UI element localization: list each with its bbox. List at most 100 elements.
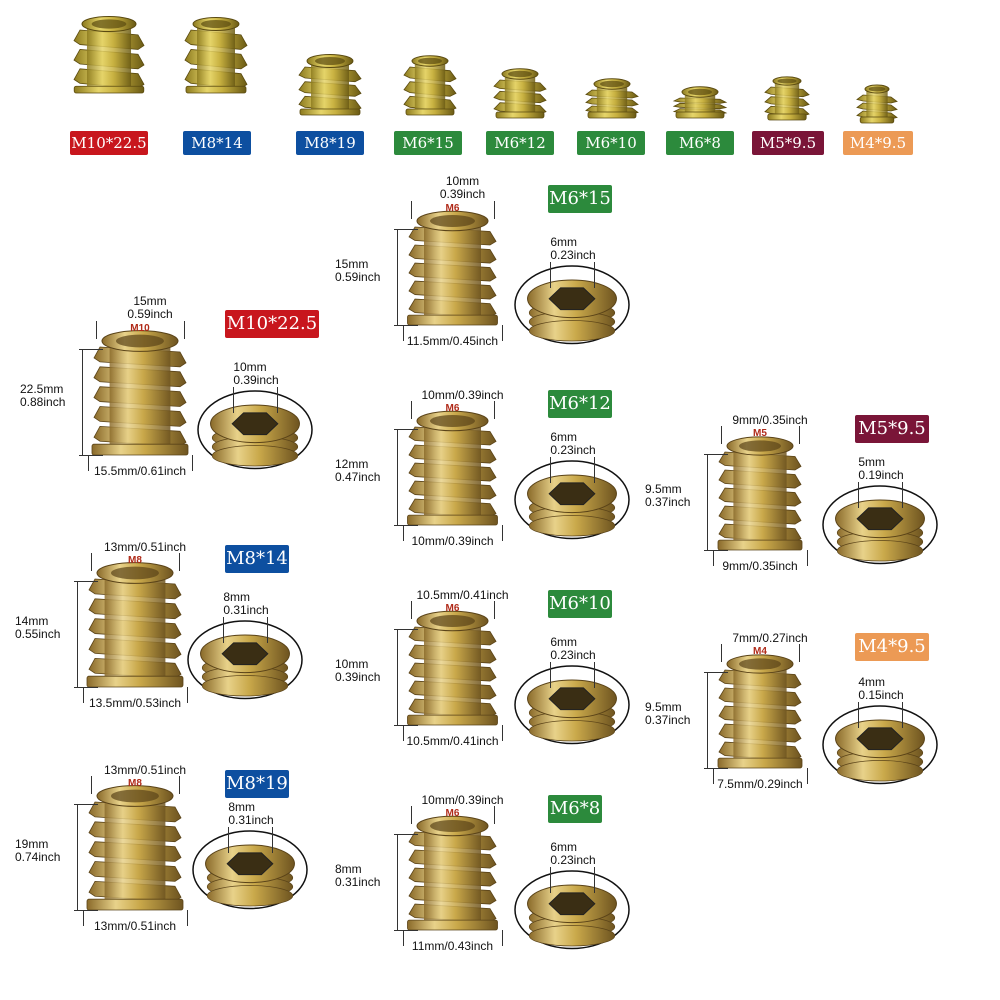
thread-size-label: M6 — [445, 203, 460, 214]
thread-size-label: M5 — [753, 428, 767, 439]
top-width-label: 10mm/0.39inch — [421, 793, 504, 807]
bottom-width-label: 11.5mm/0.45inch — [406, 334, 499, 348]
height-mm-label: 22.5mm — [20, 382, 64, 396]
hex-socket-closeup — [822, 705, 938, 785]
size-badge: M10*22.5 — [225, 310, 319, 338]
top-width-label: 13mm/0.51inch — [103, 540, 187, 554]
insert-image — [403, 55, 457, 116]
hex-inch-label: 0.19inch — [858, 468, 904, 483]
bottom-width-label: 9mm/0.35inch — [722, 559, 798, 573]
height-inch-label: 0.88inch — [20, 395, 66, 409]
insert-side-view — [86, 785, 184, 911]
hex-inch-label: 0.23inch — [550, 853, 596, 868]
insert-image — [493, 68, 547, 119]
hex-socket-closeup — [514, 460, 630, 540]
thread-size-label: M4 — [753, 646, 767, 657]
size-badge: M6*12 — [548, 390, 612, 418]
bottom-width-label: 11mm/0.43inch — [411, 939, 494, 953]
height-inch-label: 0.47inch — [335, 470, 381, 484]
insert-side-view — [86, 562, 184, 688]
hex-mm-label: 8mm — [223, 590, 250, 605]
top-width-label: 7mm/0.27inch — [732, 631, 808, 645]
top-width-label: 15mm — [133, 294, 167, 308]
size-badge: M5*9.5 — [855, 415, 929, 443]
height-dimension-line — [397, 429, 398, 525]
height-dimension-line — [397, 834, 398, 930]
height-mm-label: 15mm — [335, 257, 369, 271]
thread-size-label: M6 — [445, 808, 460, 819]
hex-inch-label: 0.39inch — [233, 373, 279, 388]
height-dimension-line — [397, 629, 398, 725]
hex-mm-label: 4mm — [858, 675, 885, 690]
size-badge: M8*14 — [225, 545, 289, 573]
height-mm-label: 10mm — [335, 657, 369, 671]
insert-side-view — [407, 410, 498, 526]
hex-mm-label: 6mm — [550, 430, 577, 445]
hex-mm-label: 6mm — [550, 635, 577, 650]
bottom-width-label: 10mm/0.39inch — [411, 534, 494, 548]
hex-mm-label: 6mm — [550, 235, 577, 250]
insert-image — [856, 84, 898, 124]
hex-socket-closeup — [822, 485, 938, 565]
height-inch-label: 0.39inch — [335, 670, 381, 684]
hex-socket-closeup — [514, 265, 630, 345]
height-dimension-line — [77, 581, 78, 687]
insert-image — [184, 17, 248, 94]
hex-inch-label: 0.23inch — [550, 443, 596, 458]
height-mm-label: 19mm — [15, 837, 49, 851]
thread-size-label: M10 — [130, 323, 150, 334]
height-mm-label: 9.5mm — [645, 482, 682, 496]
top-width-inch-label: 0.39inch — [439, 187, 486, 201]
top-width-label: 9mm/0.35inch — [732, 413, 808, 427]
bottom-width-label: 13.5mm/0.53inch — [88, 696, 182, 710]
hex-inch-label: 0.23inch — [550, 648, 596, 663]
height-dimension-line — [77, 804, 78, 910]
top-badge-7: M5*9.5 — [752, 131, 824, 155]
top-width-label: 10mm — [445, 174, 480, 188]
height-inch-label: 0.74inch — [15, 850, 61, 864]
hex-inch-label: 0.23inch — [550, 248, 596, 263]
hex-socket-closeup — [197, 390, 313, 470]
height-dimension-line — [397, 229, 398, 325]
hex-mm-label: 5mm — [858, 455, 885, 470]
top-badge-2: M8*19 — [296, 131, 364, 155]
size-badge: M8*19 — [225, 770, 289, 798]
top-badge-1: M8*14 — [183, 131, 251, 155]
height-inch-label: 0.31inch — [335, 875, 381, 889]
insert-side-view — [91, 330, 189, 456]
bottom-width-label: 7.5mm/0.29inch — [717, 777, 803, 791]
insert-side-view — [717, 436, 803, 551]
hex-socket-closeup — [514, 665, 630, 745]
insert-image — [73, 15, 145, 94]
height-dimension-line — [82, 349, 83, 455]
top-width-label: 10.5mm/0.41inch — [416, 588, 509, 602]
top-badge-8: M4*9.5 — [843, 131, 913, 155]
hex-socket-closeup — [514, 870, 630, 950]
height-inch-label: 0.55inch — [15, 627, 61, 641]
top-badge-3: M6*15 — [394, 131, 462, 155]
size-badge: M6*8 — [548, 795, 602, 823]
top-badge-0: M10*22.5 — [70, 131, 148, 155]
insert-side-view — [407, 610, 498, 726]
height-mm-label: 12mm — [335, 457, 369, 471]
top-width-inch-label: 0.59inch — [127, 307, 173, 321]
hex-inch-label: 0.31inch — [223, 603, 269, 618]
top-badge-6: M6*8 — [666, 131, 734, 155]
height-inch-label: 0.37inch — [645, 495, 691, 509]
thread-size-label: M6 — [445, 603, 460, 614]
height-inch-label: 0.59inch — [335, 270, 381, 284]
insert-side-view — [717, 654, 803, 769]
hex-socket-closeup — [187, 620, 303, 700]
height-inch-label: 0.37inch — [645, 713, 691, 727]
height-dimension-line — [707, 454, 708, 550]
insert-image — [672, 86, 728, 119]
hex-mm-label: 10mm — [233, 360, 267, 375]
height-mm-label: 14mm — [15, 614, 49, 628]
bottom-width-label: 13mm/0.51inch — [93, 919, 177, 933]
height-mm-label: 8mm — [335, 862, 362, 876]
bottom-width-label: 15.5mm/0.61inch — [93, 464, 187, 478]
size-badge: M4*9.5 — [855, 633, 929, 661]
insert-side-view — [407, 210, 498, 326]
top-width-label: 10mm/0.39inch — [421, 388, 504, 402]
thread-size-label: M8 — [128, 778, 142, 789]
